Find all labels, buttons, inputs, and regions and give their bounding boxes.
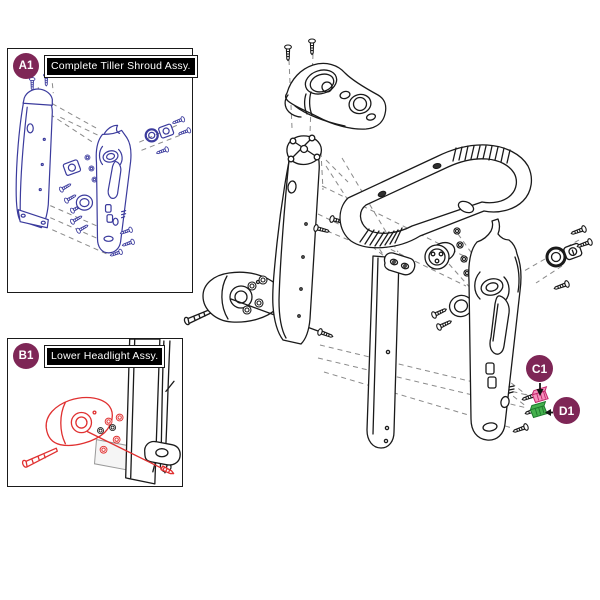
rear-shroud <box>468 218 542 441</box>
adjustment-lever <box>489 295 510 355</box>
callout-c1-arrow <box>536 383 544 396</box>
headlight-inset-art <box>21 339 181 485</box>
key-lock-set <box>545 224 594 293</box>
bezel-ring <box>430 294 474 332</box>
callout-b1-title: Lower Headlight Assy. <box>47 347 163 365</box>
stem-bracket <box>383 252 416 276</box>
callout-d1-badge[interactable]: D1 <box>553 397 580 424</box>
inset-b1-header: B1 Lower Headlight Assy. <box>13 343 166 369</box>
tiller-shroud-inset-art <box>15 73 192 259</box>
charger-port-connector <box>424 241 456 270</box>
inset-lock-cluster <box>144 115 192 157</box>
callout-a1-title: Complete Tiller Shroud Assy. <box>47 57 195 75</box>
callout-a1-badge[interactable]: A1 <box>13 53 39 79</box>
inset-rear-panel <box>95 124 136 259</box>
console-cover <box>284 38 387 130</box>
inset-front-panel <box>15 73 53 229</box>
left-grip-ribs <box>359 227 403 247</box>
inset-headlight-red <box>21 396 175 475</box>
front-shroud <box>272 143 320 345</box>
inset-hardware-cluster <box>58 154 98 235</box>
inset-a1-header: A1 Complete Tiller Shroud Assy. <box>13 53 198 79</box>
handlebar-clamp <box>286 134 323 166</box>
right-grip-ribs <box>452 145 511 164</box>
callout-a1-title-box: Complete Tiller Shroud Assy. <box>44 54 198 78</box>
callout-d1-arrow <box>545 409 553 416</box>
callout-c1-badge[interactable]: C1 <box>526 355 553 382</box>
callout-b1-title-box: Lower Headlight Assy. <box>44 344 166 368</box>
grip-end-cap <box>457 200 475 214</box>
green-connector <box>529 400 548 419</box>
callout-b1-badge[interactable]: B1 <box>13 343 39 369</box>
tiller-stem <box>366 255 400 449</box>
inset-complete-tiller-shroud: A1 Complete Tiller Shroud Assy. <box>7 48 198 293</box>
inset-lower-headlight: B1 Lower Headlight Assy. <box>7 338 183 487</box>
nut-hardware <box>453 227 471 277</box>
handlebar <box>339 144 533 249</box>
